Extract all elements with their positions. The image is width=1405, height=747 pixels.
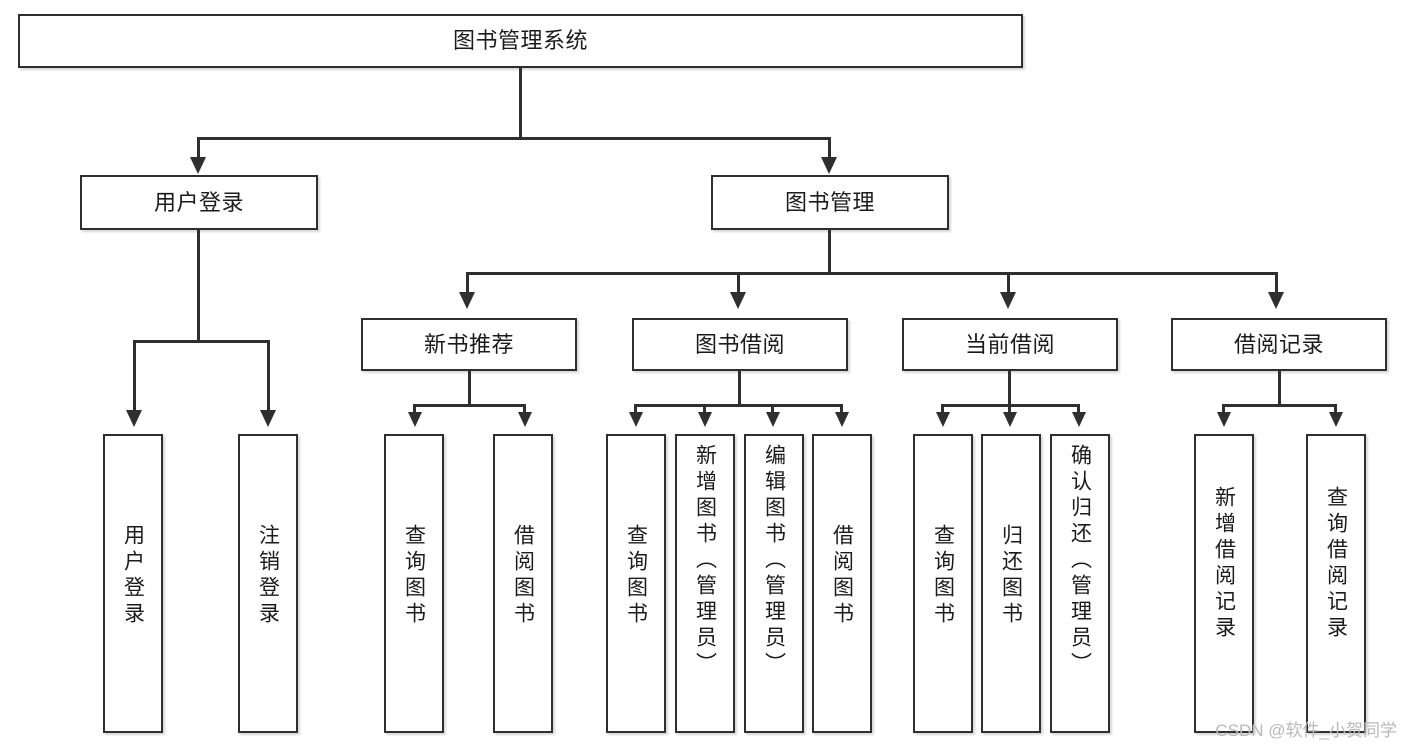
- connector-bm-drop-1: [466, 272, 469, 298]
- connector-root-stem: [519, 68, 522, 138]
- leaf-label: 借阅图书: [830, 524, 854, 628]
- arrow-root-to-book-management: [821, 157, 837, 174]
- node-label: 新书推荐: [423, 331, 514, 357]
- connector-cb-drop-3: [1077, 404, 1080, 418]
- leaf-label: 用户登录: [121, 524, 145, 628]
- connector-br-stem: [1278, 371, 1281, 405]
- arrow-root-to-user-login: [190, 157, 206, 174]
- node-user-login[interactable]: 用户登录: [80, 175, 318, 230]
- arrow-bb-to-leaf-4: [835, 412, 849, 427]
- connector-bb-drop-2: [703, 404, 706, 418]
- node-label: 当前借阅: [964, 331, 1055, 357]
- connector-bb-bar: [634, 404, 843, 407]
- connector-bm-drop-3: [1007, 272, 1010, 298]
- leaf-label: 新增借阅记录: [1212, 486, 1236, 642]
- node-book-management[interactable]: 图书管理: [711, 175, 949, 230]
- arrow-bb-to-leaf-3: [766, 412, 780, 427]
- leaf-query-book-recommend[interactable]: 查询图书: [384, 434, 444, 733]
- arrow-bm-to-borrow-record: [1268, 292, 1284, 309]
- connector-br-bar: [1222, 404, 1337, 407]
- leaf-label: 借阅图书: [511, 524, 535, 628]
- node-current-borrow[interactable]: 当前借阅: [902, 318, 1118, 371]
- connector-user-login-bar: [133, 340, 269, 343]
- arrow-user-login-to-leaf-2: [260, 410, 276, 427]
- connector-book-management-bar: [466, 272, 1278, 275]
- leaf-label: 查询图书: [931, 524, 955, 628]
- node-new-book-recommend[interactable]: 新书推荐: [361, 318, 577, 371]
- leaf-borrow-book-recommend[interactable]: 借阅图书: [493, 434, 553, 733]
- leaf-confirm-return-admin[interactable]: 确认归还（管理员）: [1050, 434, 1110, 733]
- node-label: 借阅记录: [1233, 331, 1324, 357]
- node-label: 图书借阅: [694, 331, 785, 357]
- arrow-bm-to-book-borrow: [730, 292, 746, 309]
- arrow-br-to-leaf-2: [1329, 412, 1343, 427]
- connector-root-to-book-management: [828, 137, 831, 164]
- leaf-add-borrow-record[interactable]: 新增借阅记录: [1194, 434, 1254, 733]
- connector-bb-drop-1: [634, 404, 637, 418]
- leaf-add-book-admin[interactable]: 新增图书（管理员）: [675, 434, 735, 733]
- leaf-logout[interactable]: 注销登录: [238, 434, 298, 733]
- leaf-label: 查询图书: [402, 524, 426, 628]
- arrow-nbr-to-leaf-1: [408, 412, 422, 427]
- node-label: 用户登录: [153, 189, 244, 215]
- leaf-user-login[interactable]: 用户登录: [103, 434, 163, 733]
- leaf-label: 查询图书: [624, 524, 648, 628]
- arrow-user-login-to-leaf-1: [126, 410, 142, 427]
- arrow-cb-to-leaf-3: [1072, 412, 1086, 427]
- leaf-return-book[interactable]: 归还图书: [981, 434, 1041, 733]
- connector-nbr-bar: [413, 404, 526, 407]
- arrow-cb-to-leaf-1: [936, 412, 950, 427]
- leaf-edit-book-admin[interactable]: 编辑图书（管理员）: [744, 434, 804, 733]
- connector-nbr-stem: [468, 371, 471, 405]
- connector-nbr-drop-2: [523, 404, 526, 418]
- node-label: 图书管理系统: [452, 28, 588, 54]
- node-borrow-record[interactable]: 借阅记录: [1171, 318, 1387, 371]
- arrow-br-to-leaf-1: [1217, 412, 1231, 427]
- connector-bb-drop-4: [840, 404, 843, 418]
- connector-cb-stem: [1008, 371, 1011, 405]
- connector-bm-drop-4: [1275, 272, 1278, 298]
- node-root-book-management-system[interactable]: 图书管理系统: [18, 14, 1023, 68]
- connector-root-to-user-login: [197, 137, 200, 164]
- leaf-label: 注销登录: [256, 524, 280, 628]
- connector-user-login-left-drop: [133, 340, 136, 416]
- leaf-label: 归还图书: [999, 524, 1023, 628]
- arrow-nbr-to-leaf-2: [518, 412, 532, 427]
- leaf-label: 新增图书（管理员）: [693, 444, 717, 678]
- connector-user-login-right-drop: [267, 340, 270, 416]
- arrow-bm-to-current-borrow: [1000, 292, 1016, 309]
- connector-root-bar: [197, 137, 831, 140]
- arrow-bm-to-new-book-recommend: [459, 292, 475, 309]
- arrow-bb-to-leaf-1: [629, 412, 643, 427]
- leaf-label: 确认归还（管理员）: [1068, 444, 1092, 678]
- leaf-query-book-current[interactable]: 查询图书: [913, 434, 973, 733]
- leaf-query-book-borrow[interactable]: 查询图书: [606, 434, 666, 733]
- connector-cb-drop-1: [941, 404, 944, 418]
- watermark-text: CSDN @软件_小贺同学: [1215, 721, 1397, 740]
- connector-nbr-drop-1: [413, 404, 416, 418]
- node-book-borrow[interactable]: 图书借阅: [632, 318, 848, 371]
- leaf-borrow-book[interactable]: 借阅图书: [812, 434, 872, 733]
- connector-bb-drop-3: [771, 404, 774, 418]
- arrow-cb-to-leaf-2: [1003, 412, 1017, 427]
- leaf-label: 编辑图书（管理员）: [762, 444, 786, 678]
- connector-user-login-stem: [197, 230, 200, 341]
- node-label: 图书管理: [784, 189, 875, 215]
- leaf-label: 查询借阅记录: [1324, 486, 1348, 642]
- connector-book-management-stem: [828, 230, 831, 274]
- connector-bm-drop-2: [737, 272, 740, 298]
- arrow-bb-to-leaf-2: [698, 412, 712, 427]
- connector-cb-drop-2: [1008, 404, 1011, 418]
- connector-br-drop-1: [1222, 404, 1225, 418]
- connector-bb-stem: [738, 371, 741, 405]
- connector-br-drop-2: [1334, 404, 1337, 418]
- leaf-query-borrow-record[interactable]: 查询借阅记录: [1306, 434, 1366, 733]
